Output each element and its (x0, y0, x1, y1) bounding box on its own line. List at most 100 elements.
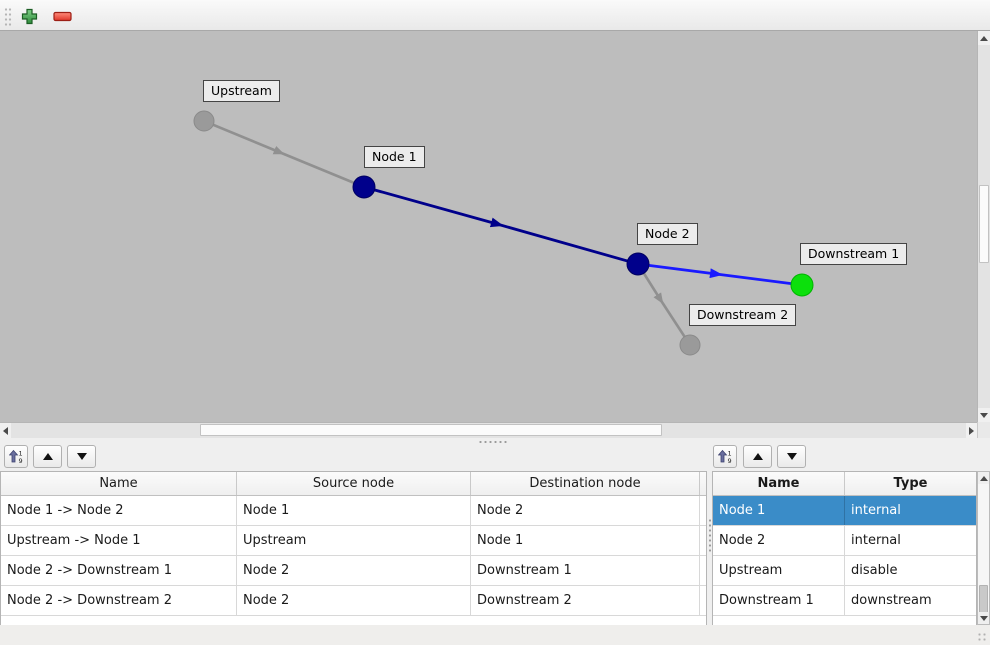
edge-move-down-button[interactable] (67, 445, 96, 468)
svg-text:1: 1 (727, 450, 731, 458)
node-table-row[interactable]: Node 2 internal (713, 526, 976, 556)
sort-ascending-icon: 1 9 (8, 450, 22, 464)
node-label-upstream[interactable]: Upstream (203, 80, 280, 102)
vertical-splitter[interactable] (707, 446, 712, 625)
column-header-type[interactable]: Type (893, 476, 928, 491)
remove-node-button[interactable] (50, 4, 74, 28)
node-type-cell: internal (851, 503, 901, 518)
node-name-cell: Upstream (713, 556, 845, 585)
triangle-right-icon (969, 426, 974, 435)
node-table: Name Type Node 1 internal Node 2 interna… (712, 471, 977, 625)
window-resize-grip[interactable] (976, 631, 987, 642)
scroll-right-button[interactable] (966, 423, 977, 438)
node-node1[interactable] (352, 175, 376, 199)
edge-destination-cell: Node 2 (471, 496, 700, 525)
graph-svg (193, 110, 814, 356)
triangle-up-icon (752, 453, 763, 460)
graph-canvas[interactable]: Upstream Node 1 Node 2 Downstream 1 Down… (0, 31, 977, 422)
column-header-name[interactable]: Name (713, 472, 845, 495)
column-header-name[interactable]: Name (1, 472, 237, 495)
canvas-vertical-scrollbar[interactable] (977, 31, 990, 422)
column-header-source[interactable]: Source node (237, 472, 471, 495)
node-sort-button[interactable]: 1 9 (713, 445, 737, 468)
triangle-left-icon (3, 426, 8, 435)
svg-text:9: 9 (18, 457, 22, 464)
node-table-scrollbar[interactable] (977, 471, 990, 625)
triangle-up-icon (42, 453, 53, 460)
triangle-up-icon (979, 475, 988, 481)
gutter-cell (700, 496, 706, 525)
edge-table-row[interactable]: Node 2 -> Downstream 1 Node 2 Downstream… (1, 556, 706, 586)
add-node-button[interactable] (17, 4, 41, 28)
node-label-node1[interactable]: Node 1 (364, 146, 425, 168)
edge-node2-downstream2[interactable] (636, 263, 692, 346)
edge-move-up-button[interactable] (33, 445, 62, 468)
node-table-row-selected[interactable]: Node 1 internal (713, 496, 976, 526)
edge-source-cell: Node 1 (237, 496, 471, 525)
gutter-cell (700, 526, 706, 555)
empty-table-area (713, 616, 976, 625)
edge-table: Name Source node Destination node Node 1… (0, 471, 707, 625)
node-type-cell: internal (851, 533, 901, 548)
scrollbar-corner (977, 422, 990, 438)
node-downstream2[interactable] (679, 334, 701, 356)
table-scroll-thumb[interactable] (979, 585, 988, 614)
scroll-up-button[interactable] (978, 31, 990, 45)
edge-sort-button[interactable]: 1 9 (4, 445, 28, 468)
column-header-gutter (700, 472, 706, 495)
empty-table-area (1, 616, 706, 625)
triangle-down-icon (76, 453, 87, 460)
edge-name-cell: Node 2 -> Downstream 2 (1, 586, 237, 615)
horizontal-scroll-thumb[interactable] (200, 424, 662, 436)
column-header-destination[interactable]: Destination node (471, 472, 700, 495)
minus-icon (52, 11, 72, 21)
status-bar (0, 625, 990, 645)
edge-node1-node2[interactable] (363, 185, 639, 266)
node-type-cell: downstream (851, 593, 932, 608)
sort-ascending-icon: 1 9 (717, 450, 731, 464)
horizontal-splitter[interactable] (0, 438, 990, 446)
edge-destination-cell: Node 1 (471, 526, 700, 555)
edge-table-header: Name Source node Destination node (1, 472, 706, 496)
main-toolbar (0, 0, 990, 31)
node-label-downstream2[interactable]: Downstream 2 (689, 304, 797, 326)
node-upstream[interactable] (193, 110, 215, 132)
triangle-down-icon (786, 453, 797, 460)
edge-source-cell: Upstream (237, 526, 471, 555)
edge-table-row[interactable]: Node 1 -> Node 2 Node 1 Node 2 (1, 496, 706, 526)
edge-table-row[interactable]: Node 2 -> Downstream 2 Node 2 Downstream… (1, 586, 706, 616)
edge-upstream-node1[interactable] (203, 119, 365, 189)
node-move-down-button[interactable] (777, 445, 806, 468)
node-name-cell: Downstream 1 (713, 586, 845, 615)
edge-name-cell: Node 1 -> Node 2 (1, 496, 237, 525)
node-table-row[interactable]: Downstream 1 downstream (713, 586, 976, 616)
edge-node2-downstream1[interactable] (637, 262, 803, 287)
node-table-row[interactable]: Upstream disable (713, 556, 976, 586)
node-move-up-button[interactable] (743, 445, 772, 468)
toolbar-grip-handle[interactable] (4, 7, 12, 26)
splitter-grip-icon (478, 440, 508, 444)
node-table-header: Name Type (713, 472, 976, 496)
node-name-cell: Node 2 (713, 526, 845, 555)
node-type-cell: disable (851, 563, 898, 578)
node-label-downstream1[interactable]: Downstream 1 (800, 243, 908, 265)
splitter-grip-icon (708, 518, 712, 552)
vertical-scroll-thumb[interactable] (979, 185, 989, 263)
scroll-down-button[interactable] (978, 408, 990, 422)
scroll-up-button[interactable] (978, 472, 989, 484)
scroll-down-button[interactable] (978, 612, 989, 624)
edge-destination-cell: Downstream 2 (471, 586, 700, 615)
edge-source-cell: Node 2 (237, 556, 471, 585)
triangle-down-icon (980, 412, 988, 418)
node-label-node2[interactable]: Node 2 (637, 223, 698, 245)
node-node2[interactable] (626, 252, 650, 276)
edge-destination-cell: Downstream 1 (471, 556, 700, 585)
triangle-down-icon (979, 615, 988, 621)
edge-name-cell: Upstream -> Node 1 (1, 526, 237, 555)
svg-text:1: 1 (18, 450, 22, 458)
node-downstream1[interactable] (790, 273, 814, 297)
edge-table-row[interactable]: Upstream -> Node 1 Upstream Node 1 (1, 526, 706, 556)
scroll-left-button[interactable] (0, 423, 11, 438)
canvas-horizontal-scrollbar[interactable] (0, 422, 977, 438)
